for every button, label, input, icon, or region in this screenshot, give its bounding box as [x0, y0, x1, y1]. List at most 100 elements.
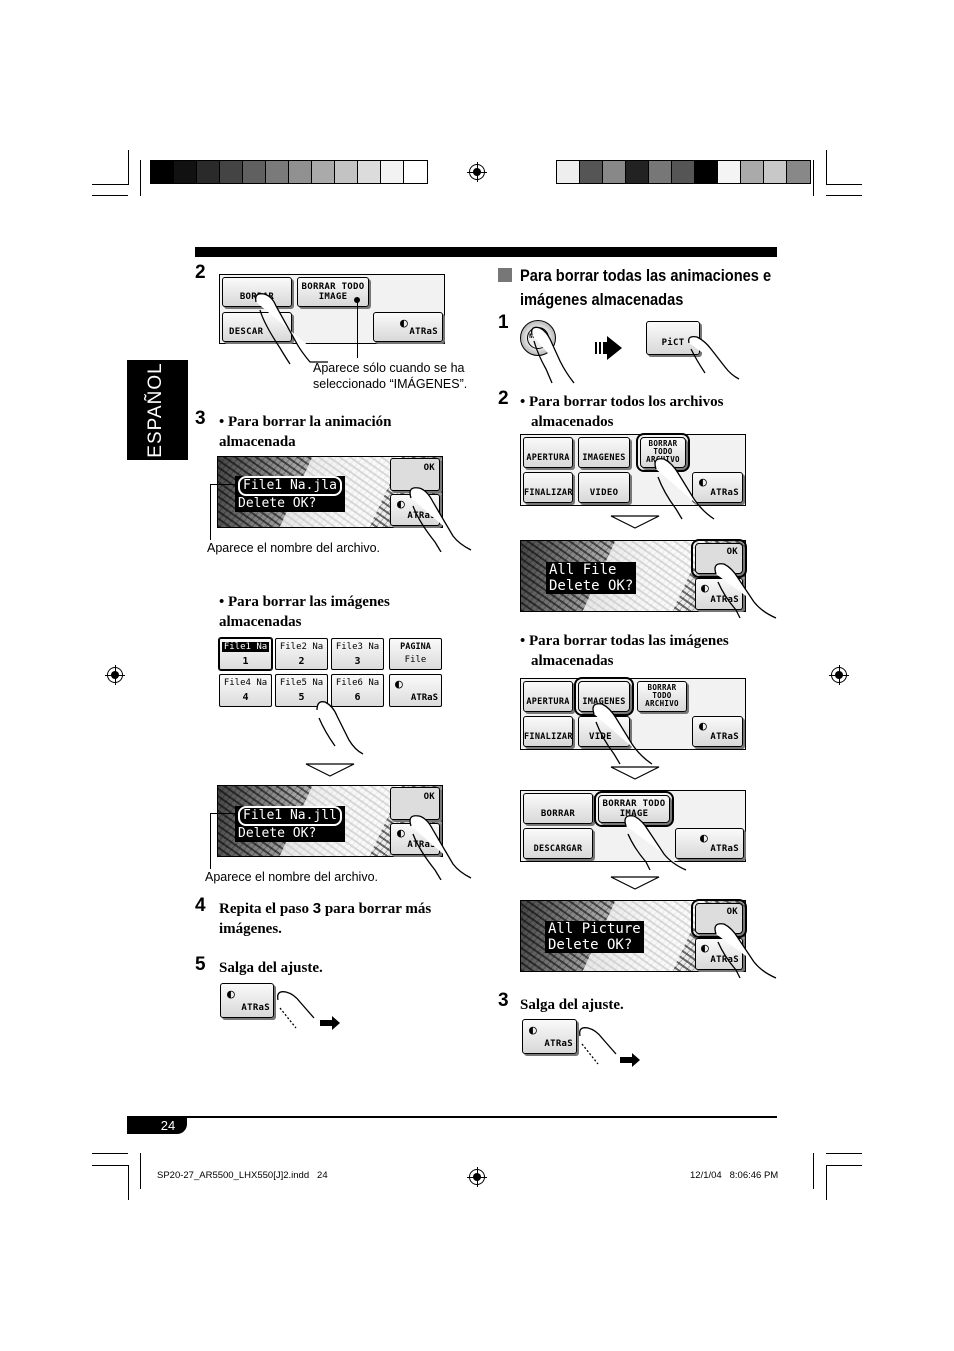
- back-icon: ◐: [395, 677, 403, 692]
- atras-button[interactable]: ATRaS◐: [695, 938, 743, 970]
- callout-line: [210, 484, 211, 540]
- top-rule: [195, 247, 777, 257]
- step-number: 3: [498, 990, 509, 1011]
- crop-mark: [92, 1165, 128, 1166]
- crop-mark: [140, 1153, 141, 1189]
- ok-button[interactable]: OK: [390, 458, 440, 491]
- page-number: 24: [160, 1118, 176, 1133]
- caption-note: Aparece sólo cuando se ha seleccionado “…: [313, 361, 468, 391]
- down-arrow-icon: [610, 876, 660, 890]
- side-tab-label: ESPAÑOL: [145, 362, 166, 458]
- apertura-button[interactable]: APERTURA: [523, 681, 573, 712]
- back-icon: ◐: [701, 581, 710, 596]
- step-text: Salga del ajuste.: [219, 960, 323, 976]
- atras-button[interactable]: ATRaS◐: [373, 312, 443, 342]
- ok-button[interactable]: OK: [691, 539, 747, 578]
- registration-mark-icon: [467, 162, 487, 182]
- back-icon: ◐: [700, 831, 709, 846]
- down-arrow-icon: [610, 515, 660, 529]
- crop-mark: [826, 195, 862, 196]
- pict-button[interactable]: PiCT: [646, 321, 700, 355]
- pointing-hand-icon: [316, 701, 364, 755]
- file-name-label: File1 Na: [222, 642, 269, 652]
- atras-button[interactable]: ATRaS◐: [522, 1019, 577, 1054]
- step-number: 3: [195, 408, 206, 429]
- pointing-hand-icon: [579, 1027, 640, 1067]
- back-icon: ◐: [400, 316, 409, 331]
- crop-mark: [813, 1153, 814, 1189]
- back-icon: ◐: [397, 497, 406, 512]
- atras-button[interactable]: ATRaS◐: [692, 716, 743, 747]
- atras-button[interactable]: ATRaS◐: [220, 983, 274, 1018]
- step-text: Salga del ajuste.: [520, 997, 624, 1013]
- imagenes-button[interactable]: IMAGENES: [578, 437, 630, 468]
- atras-button[interactable]: ATRaS◐: [692, 472, 743, 503]
- back-icon: ◐: [227, 987, 236, 1002]
- video-button[interactable]: VIDE: [578, 716, 630, 747]
- crop-mark: [826, 1153, 862, 1154]
- down-arrow-icon: [610, 766, 660, 780]
- file-name-label: File4 Na: [223, 678, 268, 688]
- footer-timestamp: 12/1/04 8:06:46 PM: [690, 1170, 779, 1181]
- atras-button[interactable]: ATRaS◐: [675, 828, 744, 859]
- atras-button[interactable]: ATRaS◐: [390, 823, 440, 855]
- file-number-label: 3: [354, 656, 361, 667]
- caption-note: Aparece el nombre del archivo.: [205, 870, 379, 884]
- back-icon: ◐: [699, 719, 708, 734]
- registration-mark-icon: [105, 665, 125, 685]
- atras-button[interactable]: ◐ATRaS: [389, 674, 442, 707]
- file-number-label: 2: [298, 656, 305, 667]
- imagenes-button[interactable]: IMAGENES: [574, 677, 634, 716]
- crop-mark: [826, 150, 827, 185]
- ok-button[interactable]: OK: [691, 899, 747, 938]
- back-icon: ◐: [701, 941, 710, 956]
- atras-button[interactable]: ATRaS◐: [695, 578, 743, 610]
- callout-line: [210, 813, 211, 869]
- back-icon: ◐: [529, 1023, 538, 1038]
- finalizar-button[interactable]: FINALIZAR: [523, 472, 573, 503]
- ok-button[interactable]: OK: [390, 787, 440, 820]
- file-thumbnail-button[interactable]: File2 Na 2: [275, 638, 328, 670]
- registration-mark-icon: [467, 1167, 487, 1187]
- borrar-button[interactable]: BORRAR: [222, 277, 292, 307]
- atras-button[interactable]: ATRaS◐: [390, 494, 440, 526]
- file-number-label: 6: [354, 692, 361, 703]
- descargar-button[interactable]: DESCAR: [222, 312, 292, 342]
- finalizar-button[interactable]: FINALIZAR: [523, 716, 573, 747]
- file-name-label: File2 Na: [279, 642, 324, 652]
- crop-mark: [826, 1165, 827, 1200]
- step-number: 5: [195, 954, 206, 975]
- callout-line: [210, 484, 235, 485]
- color-bar-right: [556, 160, 811, 184]
- crop-mark: [826, 184, 862, 185]
- crop-mark: [826, 1165, 862, 1166]
- apertura-button[interactable]: APERTURA: [523, 437, 573, 468]
- back-icon: ◐: [699, 475, 708, 490]
- video-button[interactable]: VIDEO: [578, 472, 630, 503]
- crop-mark: [813, 160, 814, 196]
- crop-mark: [92, 1153, 128, 1154]
- descargar-button[interactable]: DESCARGAR: [523, 828, 593, 859]
- callout-dot: [354, 297, 360, 303]
- crop-mark: [140, 160, 141, 196]
- pointing-hand-icon: [277, 991, 340, 1030]
- borrar-button[interactable]: BORRAR: [523, 793, 593, 824]
- footer-file: SP20-27_AR5500_LHX550[J]2.indd 24: [157, 1170, 328, 1181]
- down-arrow-icon: [305, 763, 355, 777]
- callout-line: [357, 300, 358, 358]
